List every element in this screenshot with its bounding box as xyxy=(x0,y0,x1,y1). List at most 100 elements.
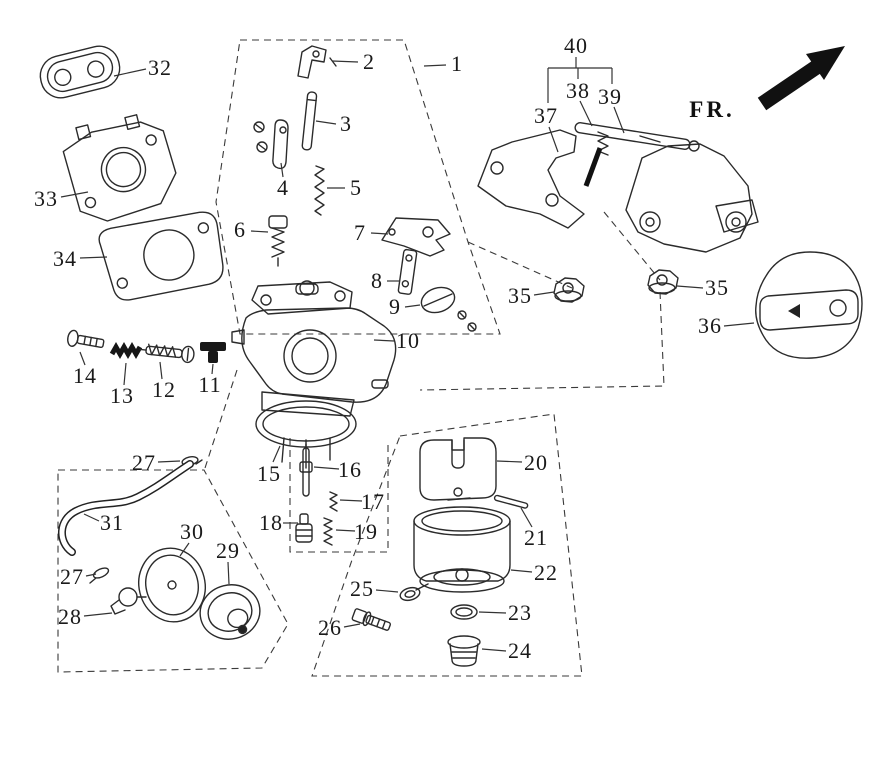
part-label-35: 35 xyxy=(508,283,532,308)
part-label-17: 17 xyxy=(361,489,385,514)
leader-line-27 xyxy=(157,460,181,463)
part-label-7: 7 xyxy=(354,220,366,245)
part-label-24: 24 xyxy=(508,638,532,663)
part-23-o-ring xyxy=(450,604,478,620)
part-label-4: 4 xyxy=(277,175,289,200)
leader-line-2 xyxy=(331,60,359,63)
part-label-28: 28 xyxy=(58,604,82,629)
part-32-gasket xyxy=(39,45,121,99)
part-label-13: 13 xyxy=(110,383,134,408)
part-2-choke-arm xyxy=(297,45,337,79)
leader-line-33 xyxy=(60,191,89,198)
part-30-diaphragm xyxy=(138,547,206,623)
leader-line-32 xyxy=(113,68,147,77)
leader-line-4 xyxy=(280,162,284,178)
part-34-gasket xyxy=(98,211,224,301)
leader-line-19 xyxy=(335,529,356,532)
leader-line-34 xyxy=(79,256,108,259)
leader-line-3 xyxy=(315,120,337,125)
part-39-rod xyxy=(583,147,603,187)
part-label-1: 1 xyxy=(451,51,463,76)
leader-line-22 xyxy=(510,569,533,573)
part-20-float xyxy=(419,437,497,501)
part-11-grommet xyxy=(200,342,226,363)
leader-line-30 xyxy=(179,542,190,557)
part-13-spring xyxy=(109,341,143,360)
part-3-shaft-pin xyxy=(301,91,318,151)
leader-line-28 xyxy=(83,612,113,617)
leader-line-6 xyxy=(250,230,269,233)
part-label-14: 14 xyxy=(73,363,97,388)
part-label-22: 22 xyxy=(534,560,558,585)
part-label-11: 11 xyxy=(198,372,222,397)
leader-line-10 xyxy=(373,339,395,342)
part-label-6: 6 xyxy=(234,217,246,242)
part-17-spring xyxy=(329,491,338,512)
leader-line-39 xyxy=(613,106,625,134)
part-26-bolt xyxy=(351,608,391,631)
leader-line-27 xyxy=(85,573,97,577)
part-label-36: 36 xyxy=(698,313,722,338)
part-31-fuel-tube xyxy=(58,460,194,556)
leader-line-16 xyxy=(313,466,340,470)
leader-line-15 xyxy=(272,445,281,463)
part-label-32: 32 xyxy=(148,55,172,80)
part-label-5: 5 xyxy=(350,175,362,200)
part-label-39: 39 xyxy=(598,84,622,109)
part-6-valve xyxy=(268,215,288,267)
part-5-spring xyxy=(314,165,325,216)
leader-line-23 xyxy=(478,611,507,614)
part-label-19: 19 xyxy=(354,519,378,544)
leader-line-21 xyxy=(520,507,533,528)
part-label-15: 15 xyxy=(257,461,281,486)
part-19-spring xyxy=(323,517,333,546)
front-direction-label: FR. xyxy=(689,97,735,122)
leader-line-31 xyxy=(83,513,100,522)
part-29-pump-cover xyxy=(199,584,261,640)
dashed-mount-line-right xyxy=(603,211,661,281)
dashed-mount-line-long xyxy=(419,291,665,391)
part-28-pump-base xyxy=(110,587,147,615)
leader-line-11 xyxy=(211,363,214,375)
leader-line-37 xyxy=(548,126,559,153)
part-label-33: 33 xyxy=(34,186,58,211)
part-9-choke-plate xyxy=(420,286,477,332)
part-label-29: 29 xyxy=(216,538,240,563)
part-label-38: 38 xyxy=(566,78,590,103)
leader-line-17 xyxy=(339,499,363,502)
leader-line-13 xyxy=(123,362,127,386)
part-16-main-nozzle xyxy=(299,439,313,497)
part-label-30: 30 xyxy=(180,519,204,544)
part-18-main-jet xyxy=(295,513,313,543)
part-label-18: 18 xyxy=(259,510,283,535)
leader-line-24 xyxy=(481,648,507,652)
part-label-10: 10 xyxy=(396,328,420,353)
front-direction-arrow xyxy=(757,46,845,111)
leader-line-36 xyxy=(723,322,755,327)
part-33-insulator xyxy=(62,114,177,222)
part-label-31: 31 xyxy=(100,510,124,535)
part-label-16: 16 xyxy=(338,457,362,482)
leader-line-1 xyxy=(423,64,447,67)
part-label-2: 2 xyxy=(363,49,375,74)
dashed-region-part-1 xyxy=(215,39,501,335)
part-label-27: 27 xyxy=(60,564,84,589)
part-12-idle-screw xyxy=(139,343,195,364)
leader-line-12 xyxy=(159,361,163,380)
part-label-21: 21 xyxy=(524,525,548,550)
leader-line-14 xyxy=(79,351,86,366)
part-10-carburetor-body xyxy=(231,280,397,417)
leader-line-29 xyxy=(227,561,230,585)
dashed-region-jets xyxy=(289,438,389,553)
part-37-bracket xyxy=(477,129,585,229)
part-14-screw xyxy=(67,329,105,349)
dashed-region-float-bowl xyxy=(311,413,583,677)
part-27-clip-lower xyxy=(89,567,110,584)
leader-lines-layer xyxy=(60,57,755,652)
part-label-37: 37 xyxy=(534,103,558,128)
part-24-drain-bolt xyxy=(447,635,481,667)
leader-line-20 xyxy=(496,460,523,463)
